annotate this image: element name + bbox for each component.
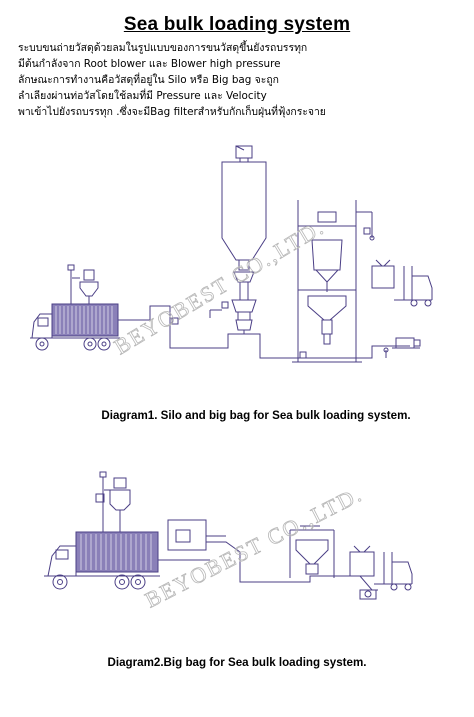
blower-1 bbox=[384, 337, 421, 349]
forklift-1 bbox=[371, 259, 433, 307]
description-line: พาเข้าไปยังรถบรรทุก .ซึ่งจะมีBag filterส… bbox=[18, 106, 326, 118]
instrument-markers-1 bbox=[171, 227, 389, 359]
pipeline-2 bbox=[206, 541, 300, 583]
big-bag-station bbox=[292, 200, 375, 363]
description-line: ลักษณะการทำงานคือวัสดุที่อยู่ใน Silo หรื… bbox=[18, 74, 279, 86]
diagram1-caption: Diagram1. Silo and big bag for Sea bulk … bbox=[101, 409, 411, 422]
big-bag-station-2 bbox=[289, 525, 335, 578]
bag-filter-2 bbox=[95, 471, 131, 532]
blower-2 bbox=[359, 589, 377, 600]
watermark-2: BEYOBEST CO.,LTD. bbox=[141, 481, 367, 613]
description-line: มีต้นกำลังจาก Root blower และ Blower hig… bbox=[18, 58, 281, 70]
pipeline-1 bbox=[118, 305, 248, 349]
page-title: Sea bulk loading system bbox=[123, 14, 351, 35]
description: ระบบขนถ่ายวัสดุด้วยลมในรูปแบบของการขนวัส… bbox=[18, 40, 468, 120]
description-line: ลำเลียงผ่านท่อวัสโดยใช้ลมที่มี Pressure … bbox=[18, 90, 267, 102]
truck-2 bbox=[44, 531, 160, 590]
bag-filter-1 bbox=[67, 264, 99, 304]
silo bbox=[209, 145, 267, 334]
receiver-unit bbox=[158, 519, 226, 561]
forklift-2 bbox=[349, 545, 413, 591]
diagram2-caption: Diagram2.Big bag for Sea bulk loading sy… bbox=[107, 656, 367, 669]
description-line: ระบบขนถ่ายวัสดุด้วยลมในรูปแบบของการขนวัส… bbox=[18, 42, 308, 54]
